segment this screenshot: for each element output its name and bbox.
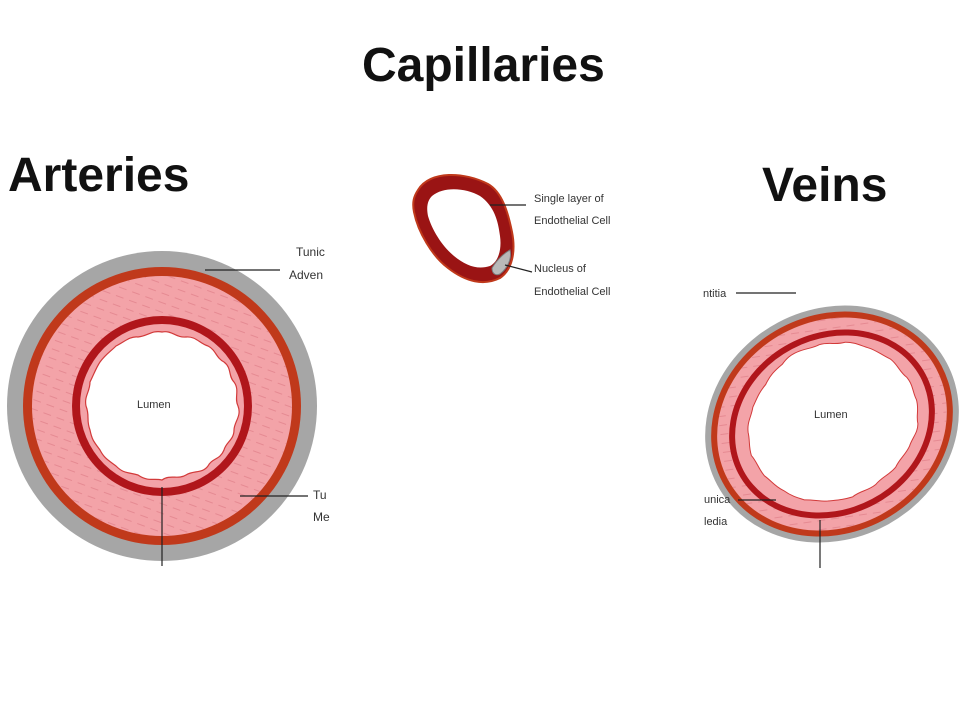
artery-media-label-1: Tu bbox=[313, 488, 327, 502]
artery-cross-section bbox=[7, 251, 317, 566]
artery-media-label-2: Me bbox=[313, 510, 330, 524]
vein-media-label-2: ledia bbox=[704, 516, 728, 528]
vein-lumen-label: Lumen bbox=[814, 409, 848, 421]
capillaries-title: Capillaries bbox=[362, 39, 605, 92]
capillary-cross-section bbox=[412, 174, 533, 284]
vein-adventitia-label: ntitia bbox=[703, 288, 727, 300]
capillary-endothelial-label-1: Single layer of bbox=[534, 193, 605, 205]
artery-lumen bbox=[84, 331, 240, 481]
artery-adventitia-label-1: Tunic bbox=[296, 245, 325, 259]
artery-lumen-label: Lumen bbox=[137, 399, 171, 411]
veins-title: Veins bbox=[762, 159, 888, 212]
arteries-title: Arteries bbox=[8, 149, 190, 202]
capillary-nucleus bbox=[491, 249, 511, 276]
vein-cross-section bbox=[705, 292, 959, 568]
capillary-nucleus-label-2: Endothelial Cell bbox=[534, 286, 610, 298]
artery-adventitia-label-2: Adven bbox=[289, 268, 323, 282]
capillary-endothelial-label-2: Endothelial Cell bbox=[534, 215, 610, 227]
vein-media-label-1: unica bbox=[704, 494, 731, 506]
vein-lumen bbox=[747, 341, 919, 502]
capillary-lumen bbox=[427, 189, 501, 268]
capillary-nucleus-label-1: Nucleus of bbox=[534, 263, 587, 275]
